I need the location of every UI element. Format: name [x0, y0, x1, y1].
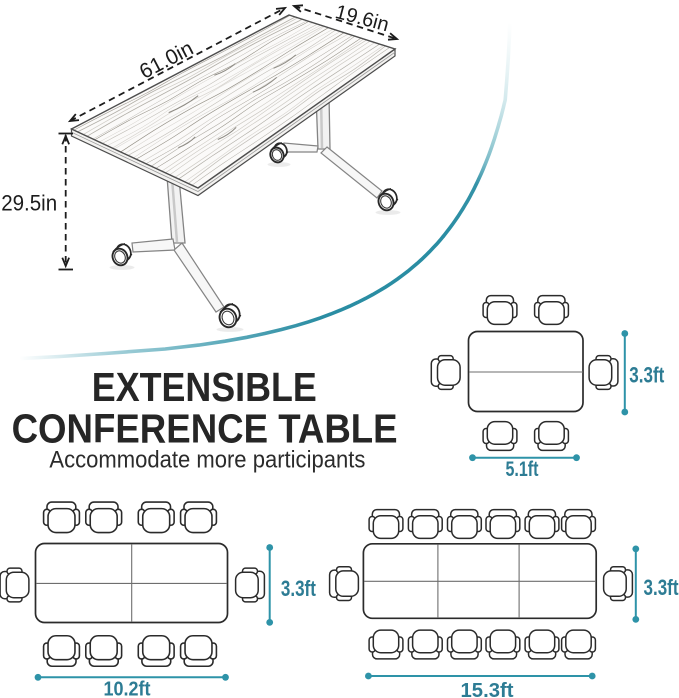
svg-text:3.3ft: 3.3ft	[281, 576, 317, 601]
svg-text:10.2ft: 10.2ft	[104, 678, 151, 698]
svg-text:5.1ft: 5.1ft	[506, 457, 539, 481]
svg-text:Accommodate more participants: Accommodate more participants	[49, 447, 365, 474]
svg-text:CONFERENCE TABLE: CONFERENCE TABLE	[12, 405, 398, 451]
svg-text:15.3ft: 15.3ft	[461, 679, 514, 698]
svg-text:3.3ft: 3.3ft	[629, 363, 665, 388]
svg-text:EXTENSIBLE: EXTENSIBLE	[92, 364, 317, 410]
svg-text:29.5in: 29.5in	[1, 191, 57, 216]
svg-text:3.3ft: 3.3ft	[644, 575, 679, 600]
